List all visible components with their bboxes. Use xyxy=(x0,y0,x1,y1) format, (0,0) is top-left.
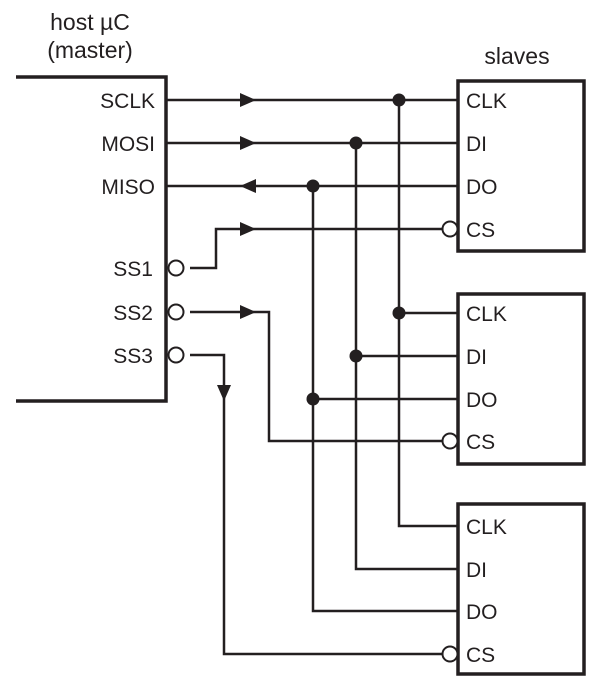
junction-dot xyxy=(349,136,363,150)
arrow-left-icon xyxy=(240,179,256,193)
slave-3-outline xyxy=(456,502,586,676)
ss2-bubble-icon xyxy=(167,303,185,321)
slave-2-outline xyxy=(456,292,586,466)
slave-1-pin-di: DI xyxy=(466,133,487,156)
junction-dot xyxy=(306,392,320,406)
wires xyxy=(166,98,458,656)
di-bus-vertical xyxy=(354,143,458,571)
slave-3-pin-di: DI xyxy=(466,559,487,582)
master-outline xyxy=(16,75,168,403)
arrows xyxy=(217,93,256,401)
slave-3-pin-cs: CS xyxy=(466,644,495,667)
junction-dot xyxy=(349,349,363,363)
slave-1-pin-cs: CS xyxy=(466,219,495,242)
inversion-bubbles xyxy=(167,220,459,663)
slave-1-cs-bubble-icon xyxy=(441,220,459,238)
junction-dot xyxy=(306,179,320,193)
slaves-title: slaves xyxy=(484,43,549,69)
arrow-right-icon xyxy=(240,305,256,319)
master-pin-sclk: SCLK xyxy=(100,90,155,113)
ss2-wire xyxy=(190,310,451,443)
slave-block-3: CLK DI DO CS xyxy=(456,502,586,676)
master-pin-ss2: SS2 xyxy=(113,302,153,325)
master-pin-miso: MISO xyxy=(101,176,155,199)
ss3-wire xyxy=(190,353,451,656)
slave-1-pin-clk: CLK xyxy=(466,90,507,113)
junctions xyxy=(306,93,406,406)
master-pin-ss1: SS1 xyxy=(113,258,153,281)
slave-2-pin-clk: CLK xyxy=(466,303,507,326)
junction-dot xyxy=(392,306,406,320)
slave-2-pin-di: DI xyxy=(466,346,487,369)
junction-dot xyxy=(392,93,406,107)
slave-1-outline xyxy=(456,79,586,253)
ss1-wire xyxy=(190,227,451,270)
slave-block-2: CLK DI DO CS xyxy=(456,292,586,466)
slave-3-cs-bubble-icon xyxy=(441,645,459,663)
master-pin-mosi: MOSI xyxy=(101,133,155,156)
master-block: host µC (master) SCLK MOSI MISO SS1 SS2 … xyxy=(16,9,168,403)
master-title-line1: host µC xyxy=(50,9,130,35)
slave-2-pin-cs: CS xyxy=(466,431,495,454)
slave-2-cs-bubble-icon xyxy=(441,432,459,450)
slave-2-pin-do: DO xyxy=(466,389,498,412)
clk-bus-vertical xyxy=(397,100,458,528)
slave-block-1: CLK DI DO CS xyxy=(456,79,586,253)
slave-3-pin-do: DO xyxy=(466,601,498,624)
arrow-right-icon xyxy=(240,136,256,150)
arrow-right-icon xyxy=(240,93,256,107)
slave-3-pin-clk: CLK xyxy=(466,516,507,539)
master-pin-ss3: SS3 xyxy=(113,345,153,368)
do-bus-vertical xyxy=(311,186,458,613)
arrow-right-icon xyxy=(240,222,256,236)
master-title-line2: (master) xyxy=(47,37,133,63)
ss1-bubble-icon xyxy=(167,259,185,277)
slave-1-pin-do: DO xyxy=(466,176,498,199)
ss3-bubble-icon xyxy=(167,346,185,364)
arrow-down-icon xyxy=(217,385,231,401)
